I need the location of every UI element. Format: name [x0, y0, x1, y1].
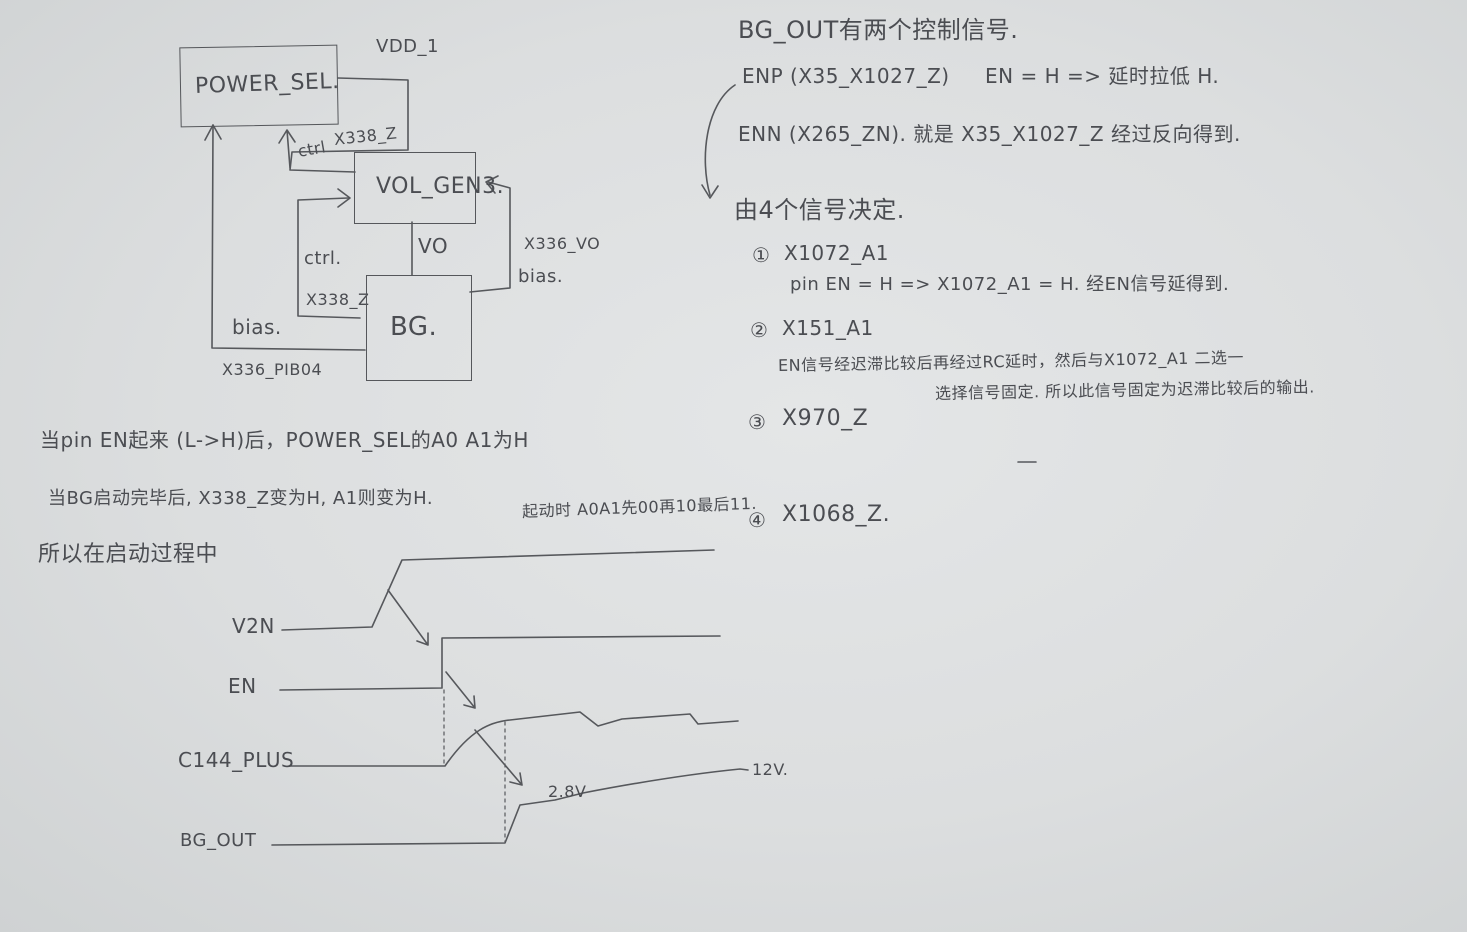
power-sel-label: POWER_SEL. — [194, 68, 340, 99]
bgout-title: BG_OUT有两个控制信号. — [738, 16, 1019, 44]
item4-number: ④ — [748, 508, 767, 532]
v2n-signal-label: V2N — [232, 614, 275, 638]
x338-left-label: X338_Z — [306, 290, 370, 309]
vdd-wire — [289, 77, 409, 173]
arrow-en-c144 — [445, 671, 476, 709]
en-wave — [279, 635, 721, 691]
bias-right-wire — [469, 181, 511, 293]
vdd-label: VDD_1 — [376, 36, 439, 57]
item2-number: ② — [750, 318, 769, 342]
note-line-2: 当BG启动完毕后, X338_Z变为H, A1则变为H. — [48, 488, 434, 509]
vol-gen-block — [354, 152, 476, 224]
v2n-wave — [281, 549, 715, 631]
item1-signal: X1072_A1 — [784, 241, 890, 265]
x336-pib-label: X336_PIB04 — [222, 360, 323, 379]
ctrl-left-wire — [297, 197, 361, 319]
bias-up-arrow — [204, 124, 222, 141]
decide-heading: 由4个信号决定. — [734, 196, 905, 224]
enn-signal: ENN (X265_ZN). 就是 X35_X1027_Z 经过反向得到. — [738, 122, 1241, 146]
enp-signal: ENP (X35_X1027_Z) — [742, 64, 950, 88]
item3-number: ③ — [748, 410, 767, 434]
curved-arrow — [701, 84, 736, 199]
ctrl-left-arrow — [337, 188, 351, 208]
voltage-2-8v-label: 2.8V — [548, 782, 587, 801]
ctrl-left-label: ctrl. — [304, 248, 342, 269]
bias-right-label: bias. — [518, 266, 564, 287]
en-signal-label: EN — [228, 674, 257, 698]
c144-signal-label: C144_PLUS — [178, 748, 295, 772]
vo-label: VO — [418, 234, 449, 258]
note-line-1: 当pin EN起来 (L->H)后，POWER_SEL的A0 A1为H — [40, 428, 529, 452]
item1-number: ① — [752, 243, 771, 267]
vol-gen-label: VOL_GEN3. — [376, 174, 505, 199]
bias-right-arrow — [485, 175, 499, 194]
bgout-wave — [271, 768, 749, 846]
x336-vo-label: X336_VO — [524, 234, 601, 253]
item4-signal: X1068_Z. — [782, 502, 891, 527]
enp-equation: EN = H => 延时拉低 H. — [985, 64, 1220, 88]
item2-signal: X151_A1 — [782, 316, 874, 340]
bias-left-wire — [211, 124, 366, 351]
bias-left-label: bias. — [232, 315, 282, 339]
bg-block — [366, 275, 472, 381]
arrow-c144-bgout — [474, 729, 523, 786]
item1-description: pin EN = H => X1072_A1 = H. 经EN信号延得到. — [790, 274, 1230, 295]
item3-signal: X970_Z — [782, 406, 869, 431]
bg-label: BG. — [390, 312, 438, 342]
arrow-v2n-en — [387, 589, 429, 646]
voltage-12v-label: 12V. — [752, 760, 789, 779]
bgout-signal-label: BG_OUT — [180, 830, 257, 851]
ctrl-arrow — [278, 129, 296, 169]
c144-wave — [289, 711, 739, 767]
note-line-3: 所以在启动过程中 — [38, 542, 219, 567]
